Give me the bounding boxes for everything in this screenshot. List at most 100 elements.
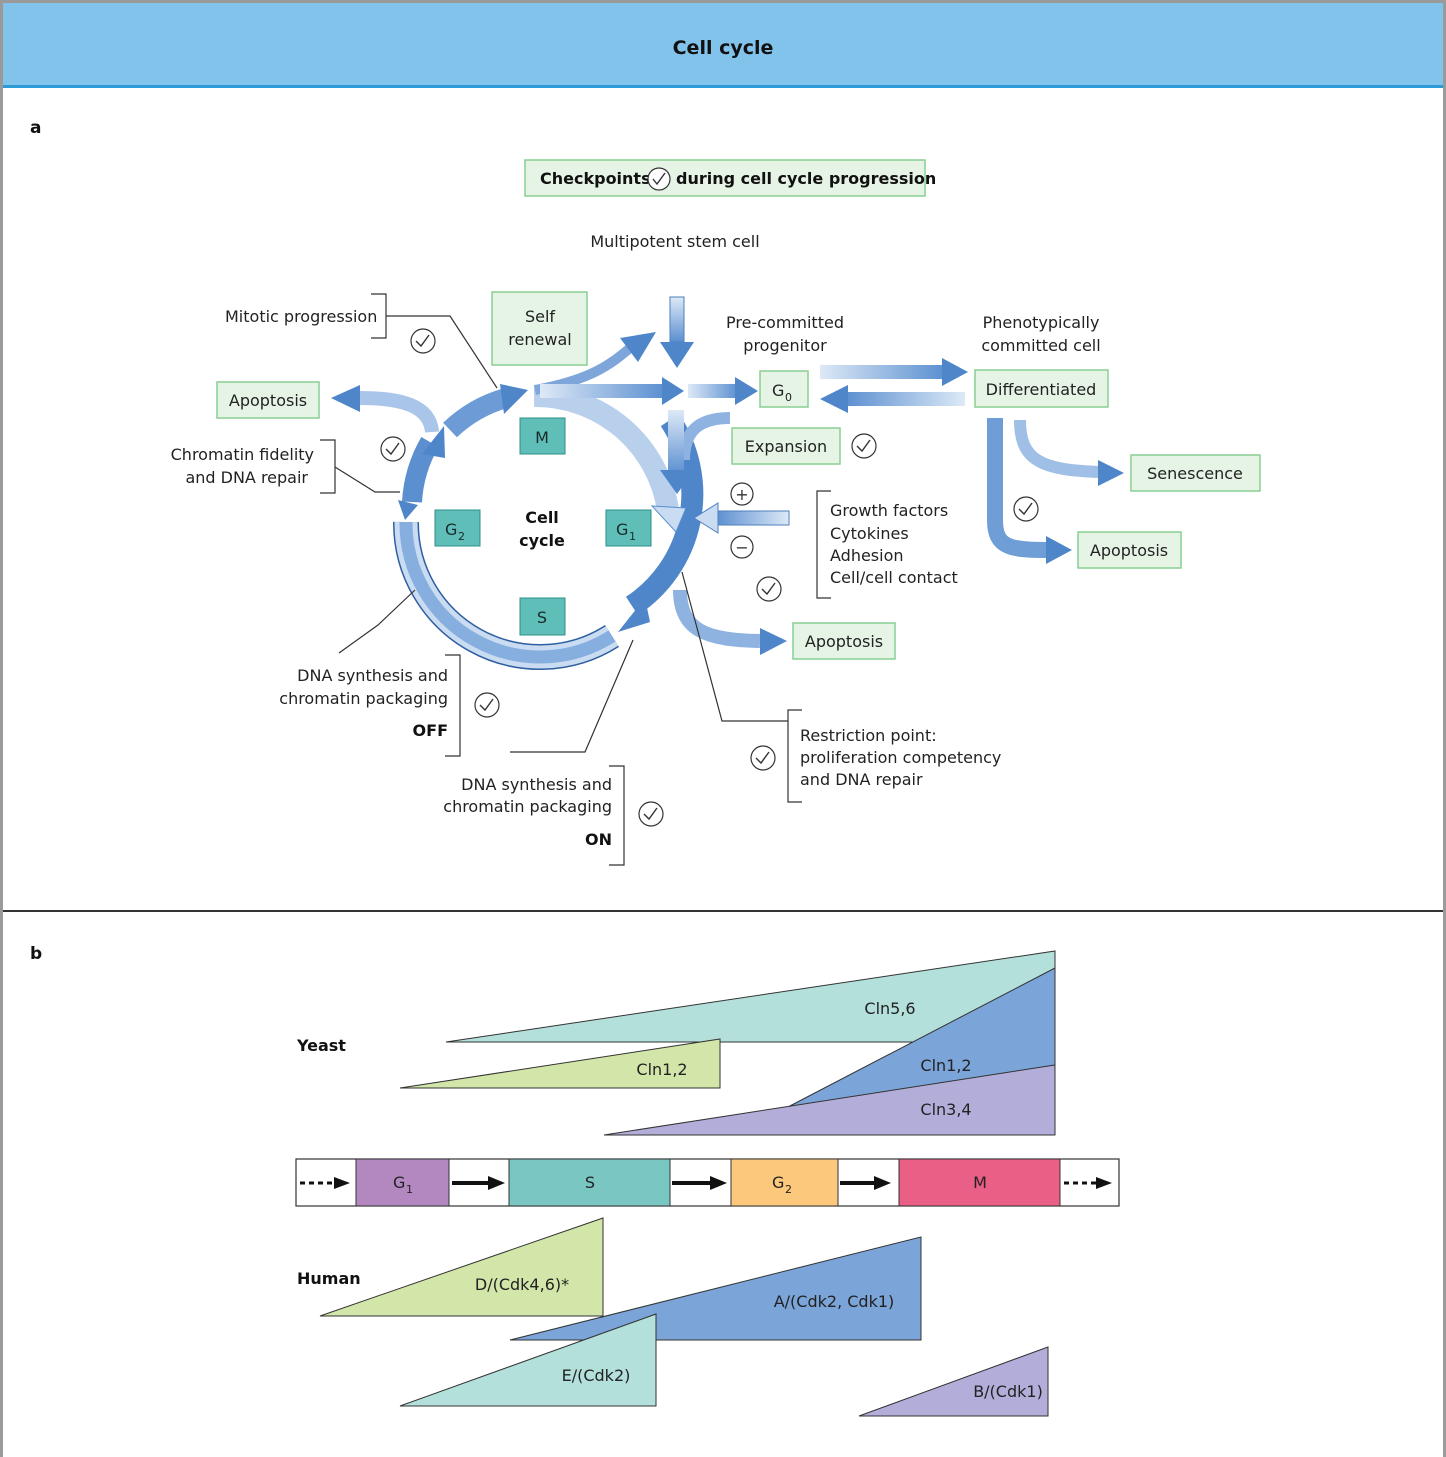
phase-bar: G 1 S G 2 M [295,1158,1120,1207]
human-label: Human [297,1269,361,1288]
frame-border-right [1443,0,1446,1457]
phase-g1-label: G [616,520,628,539]
restriction-leader-line [681,571,788,722]
human-a-wedge [509,1236,922,1341]
chromatin-fidelity-line1: Chromatin fidelity [171,445,314,464]
human-a-label: A/(Cdk2, Cdk1) [774,1292,895,1311]
yeast-label: Yeast [296,1036,346,1055]
phase-s-box: S [519,597,566,636]
cell-cycle-center-line1: Cell [525,508,559,527]
arrow-to-g0-upper [540,377,684,405]
senescence-box: Senescence [1130,454,1261,492]
checkmark-icon [851,433,877,459]
apoptosis-bottom-box: Apoptosis [792,622,896,660]
phase-g2-box: G 2 [434,509,481,547]
arrow-differentiated-to-g0 [820,385,965,413]
checkpoints-banner-label: Checkpoints [540,169,651,188]
dna-on-line1: DNA synthesis and [461,775,612,794]
mitotic-progression-label: Mitotic progression [225,307,377,326]
cell-cycle-center-line2: cycle [519,531,565,550]
checkpoints-banner: Checkpoints during cell cycle progressio… [524,159,936,197]
checkpoints-banner-rest: during cell cycle progression [676,169,936,188]
human-b-label: B/(Cdk1) [973,1382,1043,1401]
checkmark-icon [638,801,664,827]
phase-bar-g1-label: G [393,1173,405,1192]
self-renewal-line1: Self [525,307,555,326]
phase-bar-g2-label: G [772,1173,784,1192]
arrow-growth-factors-in [693,502,790,534]
phase-m-box: M [519,417,566,455]
figure-header: Cell cycle [3,3,1443,88]
precommitted-line2: progenitor [743,336,827,355]
plus-icon: + [730,482,754,506]
growth-factors-line1: Growth factors [830,501,948,520]
apoptosis-right-box: Apoptosis [1077,531,1182,569]
apoptosis-left-label: Apoptosis [229,391,307,410]
phase-bar-g2-subscript: 2 [785,1183,792,1196]
restriction-line3: and DNA repair [800,770,923,789]
cell-cycle-ring [392,384,704,670]
frame-border-left [0,0,3,1457]
dna-off-bracket [445,654,461,757]
phenotypic-line2: committed cell [981,336,1100,355]
senescence-label: Senescence [1147,464,1243,483]
checkmark-icon [647,167,671,191]
dna-off-state: OFF [413,721,448,740]
phase-m-label: M [535,428,549,447]
dna-off-leader-line [338,589,416,654]
minus-icon: − [730,535,754,559]
differentiated-box: Differentiated [974,369,1109,408]
dna-off-line2: chromatin packaging [279,689,448,708]
dna-on-state: ON [585,830,612,849]
mitotic-leader-line [386,315,498,389]
phase-g2-label: G [445,520,457,539]
phase-bar-m-label: M [973,1173,987,1192]
chromatin-bracket [320,439,336,494]
dna-on-leader-line [510,639,634,753]
g0-label: G [772,381,784,400]
yeast-cln56-label: Cln5,6 [864,999,915,1018]
human-e-label: E/(Cdk2) [562,1366,631,1385]
yeast-cln12-blue-label: Cln1,2 [920,1056,971,1075]
phase-bar-g1-subscript: 1 [406,1183,413,1196]
phenotypic-line1: Phenotypically [983,313,1100,332]
plus-sign: + [735,485,748,504]
arrow-to-apoptosis-bottom [673,589,787,655]
phase-g2-subscript: 2 [458,530,465,543]
phase-bar-s [508,1158,671,1207]
arrow-g0-to-expansion [660,410,731,494]
restriction-line2: proliferation competency [800,748,1001,767]
phase-s-label: S [537,608,547,627]
growth-factors-line4: Cell/cell contact [830,568,958,587]
self-renewal-line2: renewal [508,330,571,349]
arrow-to-g0 [688,377,758,405]
restriction-bracket [787,709,802,803]
phase-bar-g1 [355,1158,450,1207]
dna-on-line2: chromatin packaging [443,797,612,816]
checkmark-icon [756,576,782,602]
phase-bar-s-label: S [585,1173,595,1192]
growth-factors-line3: Adhesion [830,546,904,565]
human-e-wedge [399,1313,657,1407]
yeast-cln34-label: Cln3,4 [920,1100,971,1119]
minus-sign: − [735,538,748,557]
human-b-wedge [858,1346,1049,1417]
arrow-to-apoptosis-right [987,418,1072,564]
phase-g1-subscript: 1 [629,530,636,543]
chromatin-fidelity-line2: and DNA repair [185,468,308,487]
panel-divider [3,910,1443,912]
checkmark-icon [474,692,500,718]
growth-factors-bracket [816,490,831,599]
yeast-cln12-green-wedge [399,1038,721,1089]
checkmark-icon [380,436,406,462]
chromatin-leader-line [334,466,400,493]
multipotent-stem-cell-label: Multipotent stem cell [590,232,759,251]
checkmark-icon [1013,496,1039,522]
expansion-box: Expansion [731,427,841,465]
panel-b-letter: b [30,944,43,964]
growth-factors-line2: Cytokines [830,524,909,543]
arrow-g0-to-differentiated [820,358,968,386]
apoptosis-right-label: Apoptosis [1090,541,1168,560]
